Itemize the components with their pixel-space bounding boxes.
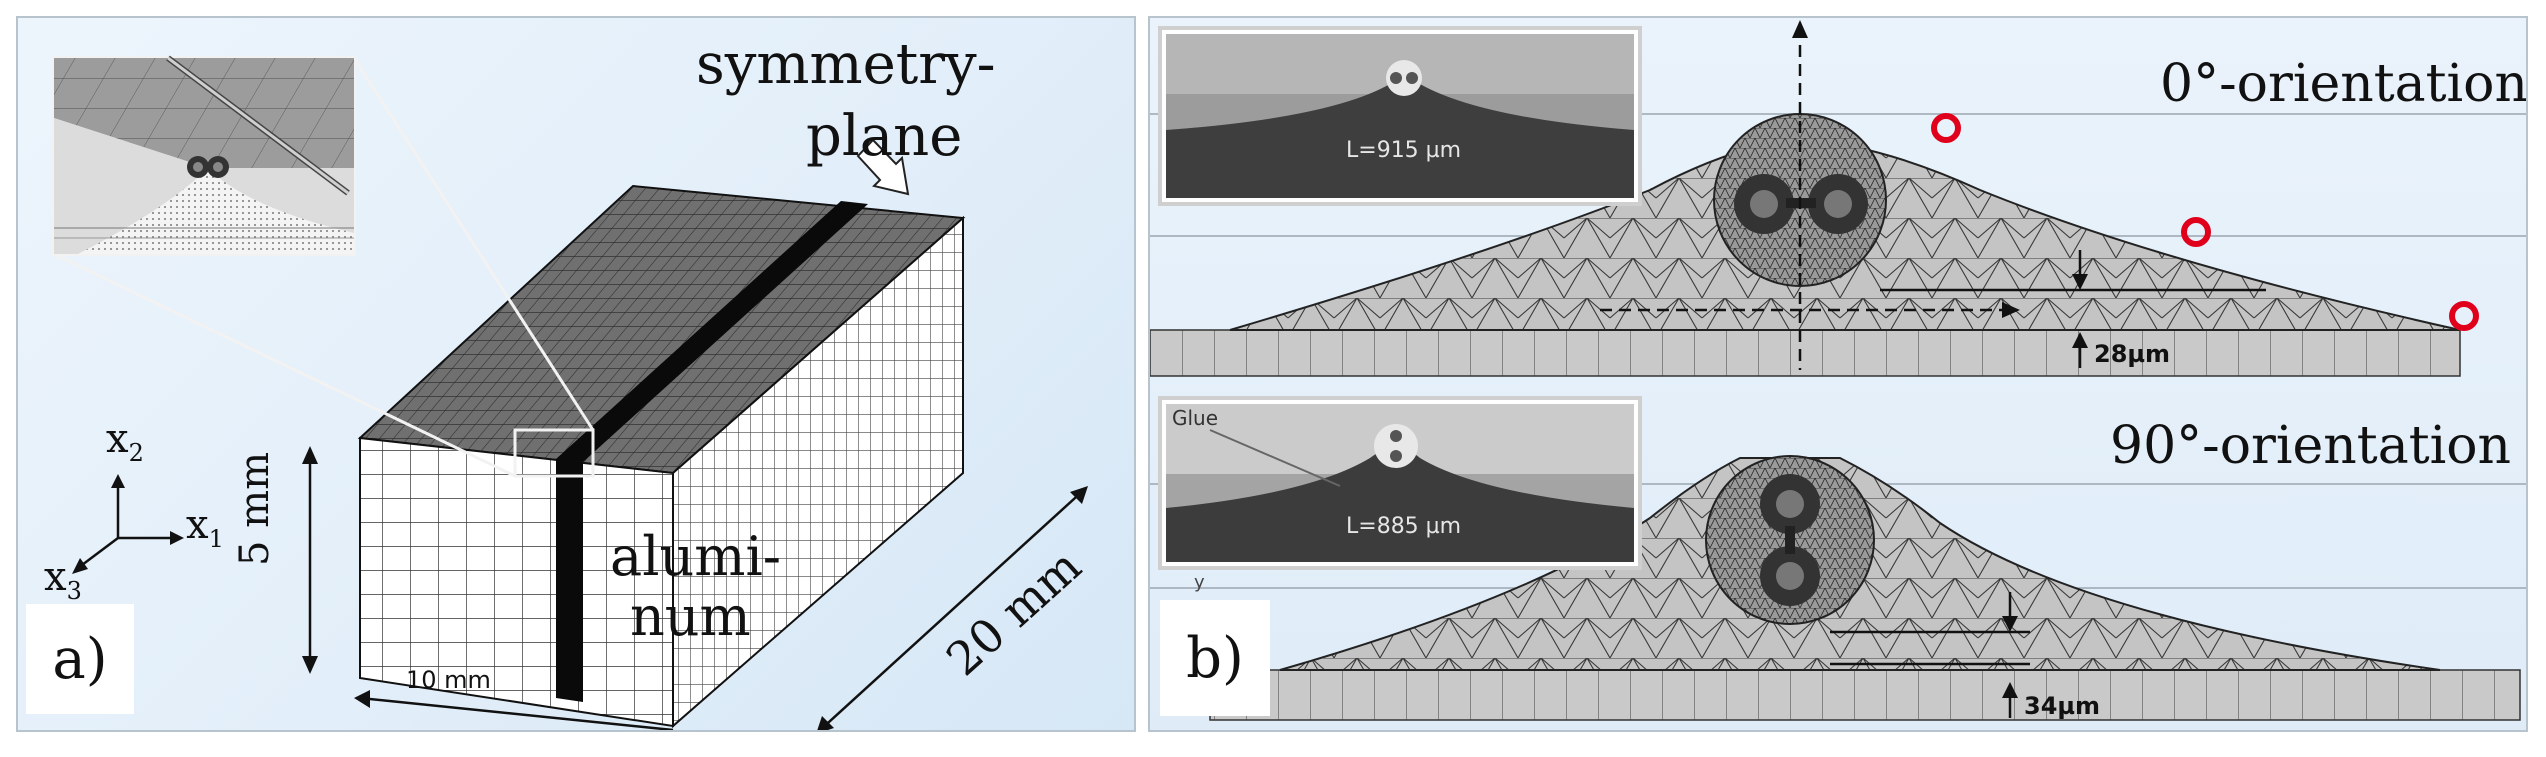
top-gap-label: 28µm xyxy=(2094,340,2171,368)
symmetry-plane-arrow xyxy=(856,138,910,196)
bottom-inset-length-label: L=885 µm xyxy=(1346,514,1462,539)
bottom-gap-label: 34µm xyxy=(2024,692,2101,720)
material-label: alumi- xyxy=(610,525,781,588)
bottom-micrograph-inset xyxy=(1158,396,1642,570)
symmetry-strip-front xyxy=(556,459,583,702)
symmetry-strip-top xyxy=(556,201,868,462)
coordinate-axes xyxy=(77,484,174,569)
panel-b-drawing xyxy=(1150,20,2526,721)
panel-a-fe-model: symmetry- plane alumi- num 5 mm 10 mm 20… xyxy=(16,16,1136,732)
panel-a-tag: a) xyxy=(26,604,134,714)
stress-marker-2 xyxy=(2181,217,2211,247)
symmetry-plane-label: symmetry- xyxy=(696,32,996,97)
panel-b-tag: b) xyxy=(1160,600,1270,716)
zoom-region-box xyxy=(513,428,595,478)
material-label-2: num xyxy=(630,585,751,648)
axis-x3-label: x3 xyxy=(44,554,82,605)
dim-depth-line xyxy=(818,487,1087,730)
bottom-orientation-label: 90°-orientation xyxy=(2110,416,2512,476)
dim-width-label: 10 mm xyxy=(406,666,491,694)
panel-b-cross-sections: 0°-orientation 90°-orientation L=915 µm … xyxy=(1148,16,2528,732)
axis-x1-label: x1 xyxy=(186,502,224,553)
zoom-leader-lower xyxy=(53,252,516,478)
axis-x2-label: x2 xyxy=(106,416,144,467)
mesh-detail-inset xyxy=(52,55,356,256)
top-micrograph-inset xyxy=(1158,26,1642,206)
top-substrate xyxy=(1150,329,2461,377)
bottom-axis-tick: y xyxy=(1194,572,1205,593)
stress-marker-1 xyxy=(1931,113,1961,143)
dim-width-line xyxy=(359,696,674,730)
bottom-substrate xyxy=(1209,669,2521,721)
zoom-leader-upper xyxy=(352,57,595,431)
top-orientation-label: 0°-orientation xyxy=(2160,54,2528,114)
stress-marker-3 xyxy=(2449,301,2479,331)
panel-a-drawing xyxy=(52,55,1088,730)
symmetry-plane-label-2: plane xyxy=(806,104,963,169)
top-inset-length-label: L=915 µm xyxy=(1346,138,1462,163)
dim-height-label: 5 mm xyxy=(232,451,278,566)
bottom-inset-note: Glue xyxy=(1172,406,1219,430)
